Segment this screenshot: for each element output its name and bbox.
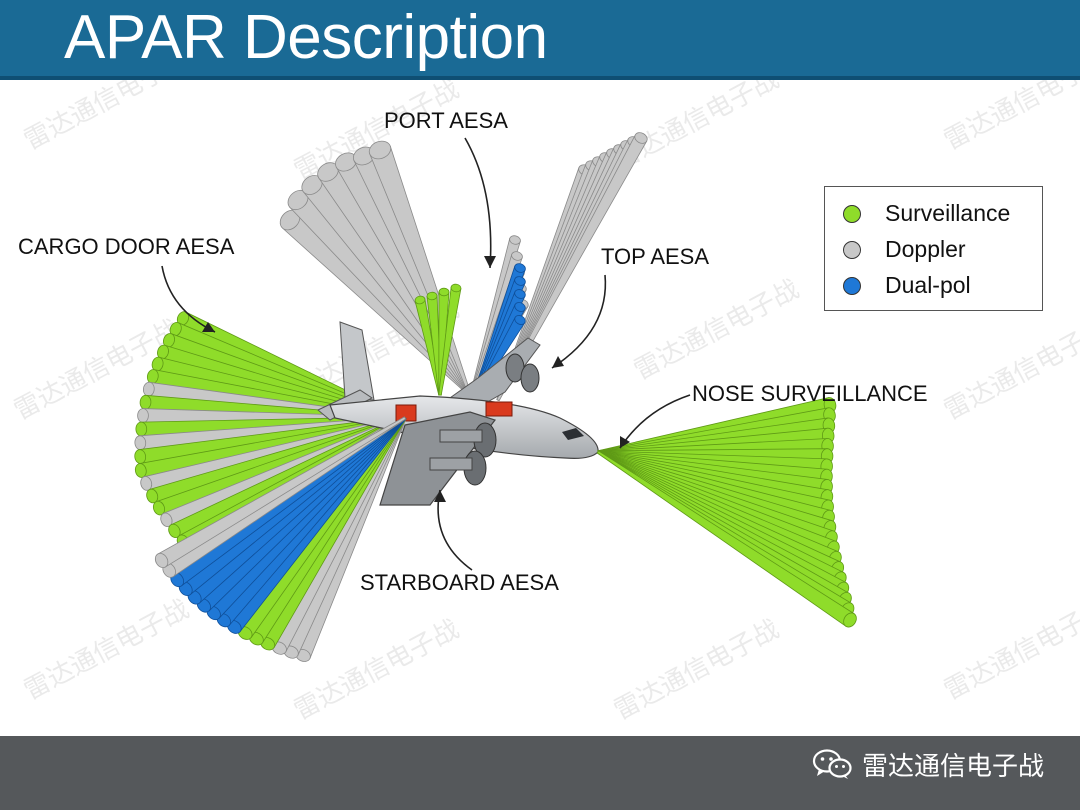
legend-item-surveillance: Surveillance bbox=[843, 200, 1010, 226]
port-beam-cap bbox=[368, 140, 392, 160]
port-beam-surveillance-cap bbox=[438, 287, 450, 297]
legend-label: Dual-pol bbox=[885, 272, 971, 298]
title-bar-underline bbox=[0, 76, 1080, 80]
legend-item-doppler: Doppler bbox=[843, 236, 966, 262]
cargo-beam-cap bbox=[134, 463, 147, 478]
cargo-beam-cap bbox=[140, 476, 153, 491]
port-beam-dualpol-cap bbox=[514, 263, 526, 273]
legend-swatch-dual-pol bbox=[843, 277, 861, 295]
wechat-icon bbox=[812, 749, 852, 779]
nose-beam-cap bbox=[843, 612, 857, 628]
footer-brand: 雷达通信电子战 bbox=[812, 744, 1044, 784]
apar-beam-diagram: 雷达通信电子战雷达通信电子战雷达通信电子战雷达通信电子战雷达通信电子战雷达通信电… bbox=[9, 80, 1080, 726]
callout-nose-surveillance: NOSE SURVEILLANCE bbox=[692, 381, 928, 406]
title-bar bbox=[0, 0, 1080, 76]
legend-label: Surveillance bbox=[885, 200, 1011, 226]
slide-title: APAR Description bbox=[64, 3, 548, 72]
port-beam-dualpol-cap bbox=[514, 276, 526, 286]
brand-name: 雷达通信电子战 bbox=[861, 751, 1044, 782]
watermark-text: 雷达通信电子战 bbox=[609, 614, 784, 726]
callout-top-aesa: TOP AESA bbox=[601, 244, 710, 269]
watermark-text: 雷达通信电子战 bbox=[939, 80, 1080, 156]
cargo-beam-cap bbox=[137, 408, 149, 423]
aircraft bbox=[317, 321, 599, 506]
port-beam-small-cap bbox=[509, 235, 521, 245]
footer-bar bbox=[0, 736, 1080, 810]
watermark-text: 雷达通信电子战 bbox=[939, 594, 1080, 706]
port-beam-surveillance-cap bbox=[426, 291, 438, 301]
watermark-text: 雷达通信电子战 bbox=[939, 314, 1080, 426]
watermark-text: 雷达通信电子战 bbox=[629, 274, 804, 386]
watermark-text: 雷达通信电子战 bbox=[19, 80, 194, 156]
port-beam-small-cap bbox=[511, 251, 523, 261]
port-beam-dualpol-cap bbox=[514, 315, 526, 325]
callout-cargo-door-aesa: CARGO DOOR AESA bbox=[18, 234, 235, 259]
watermark-text: 雷达通信电子战 bbox=[19, 594, 194, 706]
beam-fans-front bbox=[154, 397, 857, 662]
port-beam-dualpol-cap bbox=[514, 302, 526, 312]
legend-label: Doppler bbox=[885, 236, 966, 262]
cargo-beam-cap bbox=[146, 488, 159, 504]
legend-item-dual-pol: Dual-pol bbox=[843, 272, 971, 298]
cargo-beam-cap bbox=[135, 421, 148, 437]
port-beam-surveillance-cap bbox=[450, 283, 462, 293]
legend-swatch-surveillance bbox=[843, 205, 861, 223]
callout-starboard-aesa: STARBOARD AESA bbox=[360, 570, 559, 595]
watermark-text: 雷达通信电子战 bbox=[609, 80, 784, 176]
port-beam-dualpol-cap bbox=[514, 289, 526, 299]
starboard-beam-cap bbox=[154, 552, 169, 569]
callout-arrows bbox=[161, 137, 691, 571]
callout-port-aesa: PORT AESA bbox=[384, 108, 508, 133]
legend: Surveillance Doppler Dual-pol bbox=[824, 186, 1043, 311]
legend-swatch-doppler bbox=[843, 241, 861, 259]
top-beam-cap bbox=[634, 132, 648, 144]
port-beam-surveillance-cap bbox=[414, 295, 426, 305]
